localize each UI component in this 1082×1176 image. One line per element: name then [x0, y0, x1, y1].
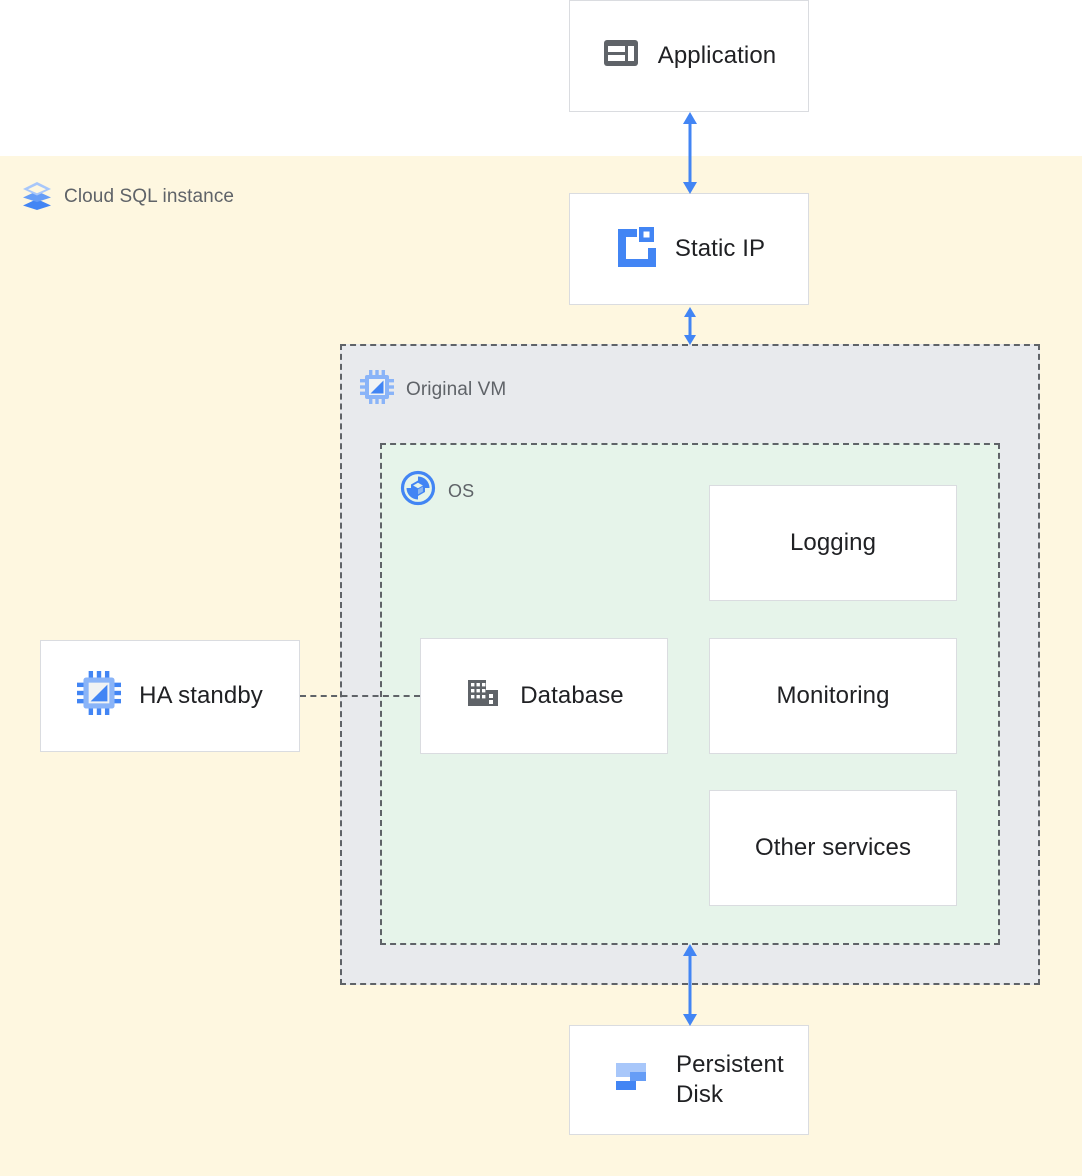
application-window-icon — [602, 34, 640, 79]
os-circle-cube-icon — [400, 470, 436, 512]
node-label: Database — [520, 682, 624, 709]
node-ha-standby[interactable]: HA standby — [40, 640, 300, 752]
database-building-icon — [464, 674, 502, 719]
cloud-sql-layers-icon — [22, 178, 52, 216]
persistent-disk-icon — [614, 1057, 654, 1104]
node-label: Static IP — [674, 235, 766, 262]
node-label: Persistent Disk — [676, 1051, 784, 1108]
ha-standby-chip-icon — [77, 670, 122, 722]
region-label-original-vm: Original VM — [360, 370, 506, 410]
connector-static-ip-to-vm — [684, 307, 696, 345]
node-label: Logging — [789, 529, 877, 556]
node-database[interactable]: Database — [420, 638, 668, 754]
node-monitoring[interactable]: Monitoring — [709, 638, 957, 754]
node-label: Application — [657, 42, 777, 69]
vm-chip-icon — [360, 370, 394, 410]
static-ip-icon — [613, 224, 657, 275]
node-application[interactable]: Application — [569, 0, 809, 112]
node-label: HA standby — [139, 682, 263, 709]
region-label-text: OS — [448, 480, 475, 501]
node-persistent-disk[interactable]: Persistent Disk — [569, 1025, 809, 1135]
connector-ha-standby-to-database — [300, 695, 420, 697]
node-static-ip[interactable]: Static IP — [569, 193, 809, 305]
node-label: Monitoring — [776, 682, 890, 709]
node-other-services[interactable]: Other services — [709, 790, 957, 906]
region-label-os: OS — [400, 470, 474, 512]
region-label-text: Cloud SQL instance — [64, 186, 235, 207]
region-label-cloud-sql: Cloud SQL instance — [22, 178, 234, 216]
node-label: Other services — [754, 834, 912, 861]
region-label-text: Original VM — [406, 379, 507, 400]
connector-os-to-persistent-disk — [683, 944, 697, 1026]
connector-application-to-static-ip — [683, 112, 697, 194]
node-logging[interactable]: Logging — [709, 485, 957, 601]
